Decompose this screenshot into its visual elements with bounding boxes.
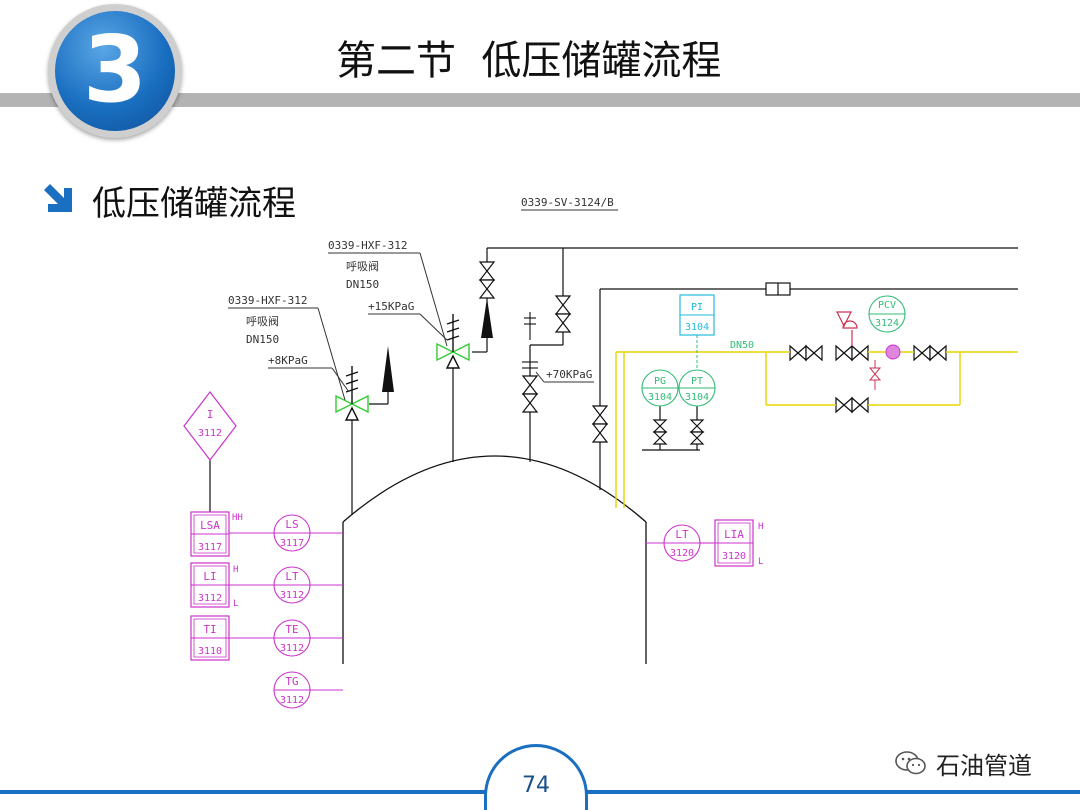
lia-alarm-low: L [758, 557, 763, 567]
bv-right-tag: 0339-HXF-312 [328, 239, 407, 252]
pg-num: 3104 [648, 392, 672, 403]
breather-valve-right [436, 314, 470, 369]
vent-arrows [382, 298, 493, 392]
te-num: 3112 [280, 643, 304, 654]
bv-right-setpoint: +15KPaG [368, 300, 414, 313]
safety-valve-symbol [522, 312, 538, 369]
section-number-badge: 3 [48, 4, 182, 138]
relief-setpoint-label: +70KPaG [535, 368, 594, 383]
header-bar [0, 93, 1080, 107]
bv-right-size: DN150 [346, 278, 379, 291]
instrument-lia-3120: LIA 3120 H L [714, 519, 763, 567]
instrument-ls-3117: LS 3117 [273, 514, 311, 552]
pcv-func: PCV [878, 300, 896, 311]
instrument-pg-3104: PG 3104 [641, 369, 679, 407]
lsa-num: 3117 [198, 542, 222, 553]
tg-func: TG [285, 675, 298, 688]
watermark-text: 石油管道 [936, 751, 1032, 780]
arrow-down-right-icon [44, 184, 72, 212]
badge-inner: 3 [55, 11, 175, 131]
instrument-pt-3104: PT 3104 [678, 369, 716, 407]
pcv-num: 3124 [875, 318, 899, 329]
badge-number: 3 [82, 16, 147, 123]
black-valves [478, 261, 947, 445]
lt3120-func: LT [675, 528, 689, 541]
slide-title: 第二节 低压储罐流程 [336, 38, 722, 84]
lia-func: LIA [724, 528, 744, 541]
storage-tank [342, 455, 647, 664]
pi-num: 3104 [685, 322, 709, 333]
process-line-size: DN50 [730, 340, 754, 351]
instrument-li-3112: LI 3112 H L [190, 562, 238, 609]
te-func: TE [285, 623, 298, 636]
relief-setpoint: +70KPaG [546, 368, 592, 381]
instrument-lt-3112: LT 3112 [273, 566, 311, 604]
lt-num: 3112 [280, 590, 304, 601]
pg-func: PG [654, 376, 666, 387]
watermark: 石油管道 [894, 748, 1032, 780]
instrument-lt-3120: LT 3120 [663, 524, 701, 562]
black-piping [209, 247, 1018, 515]
bv-right-name: 呼吸阀 [346, 259, 379, 273]
lia-num: 3120 [722, 551, 746, 562]
ls-num: 3117 [280, 538, 304, 549]
wechat-icon [895, 751, 926, 775]
page-number: 74 [522, 773, 550, 798]
li-num: 3112 [198, 593, 222, 604]
pt-func: PT [691, 376, 703, 387]
lia-alarm-high: H [758, 522, 763, 532]
ti-num: 3110 [198, 646, 222, 657]
instrument-te-3112: TE 3112 [273, 619, 311, 657]
i-func: I [207, 408, 214, 421]
section-heading: 低压储罐流程 [92, 184, 296, 224]
ls-func: LS [285, 518, 298, 531]
instrument-pcv-3124: PCV 3124 [868, 295, 906, 333]
i-num: 3112 [198, 428, 222, 439]
bv-left-name: 呼吸阀 [246, 314, 279, 328]
lt3120-num: 3120 [670, 548, 694, 559]
ti-func: TI [203, 623, 216, 636]
pi-func: PI [691, 302, 703, 313]
li-func: LI [203, 570, 216, 583]
instrument-tg-3112: TG 3112 [273, 671, 311, 709]
process-line [615, 351, 1018, 508]
tg-num: 3112 [280, 695, 304, 706]
instrument-lsa-3117: LSA 3117 HH [190, 511, 243, 557]
top-line-label: 0339-SV-3124/B [521, 196, 618, 211]
bv-left-setpoint: +8KPaG [268, 354, 308, 367]
li-alarm-high: H [233, 565, 238, 575]
lsa-alarm: HH [232, 513, 243, 523]
breather-left-labels: 0339-HXF-312 呼吸阀 DN150 +8KPaG [228, 294, 350, 401]
bv-left-tag: 0339-HXF-312 [228, 294, 307, 307]
pt-num: 3104 [685, 392, 709, 403]
flow-orifice [765, 282, 791, 296]
bv-left-size: DN150 [246, 333, 279, 346]
lsa-func: LSA [200, 519, 220, 532]
instrument-ti-3110: TI 3110 [190, 615, 230, 661]
top-line-tag: 0339-SV-3124/B [521, 196, 614, 209]
breather-right-labels: 0339-HXF-312 呼吸阀 DN150 +15KPaG [328, 239, 448, 347]
breather-valve-left [335, 366, 369, 421]
lt-func: LT [285, 570, 299, 583]
instrument-pi-3104: PI 3104 [679, 294, 715, 370]
instrument-i-3112: I 3112 [183, 391, 237, 461]
li-alarm-low: L [233, 599, 238, 609]
pcv-control-valve [836, 311, 901, 390]
instrument-connections [229, 532, 715, 691]
